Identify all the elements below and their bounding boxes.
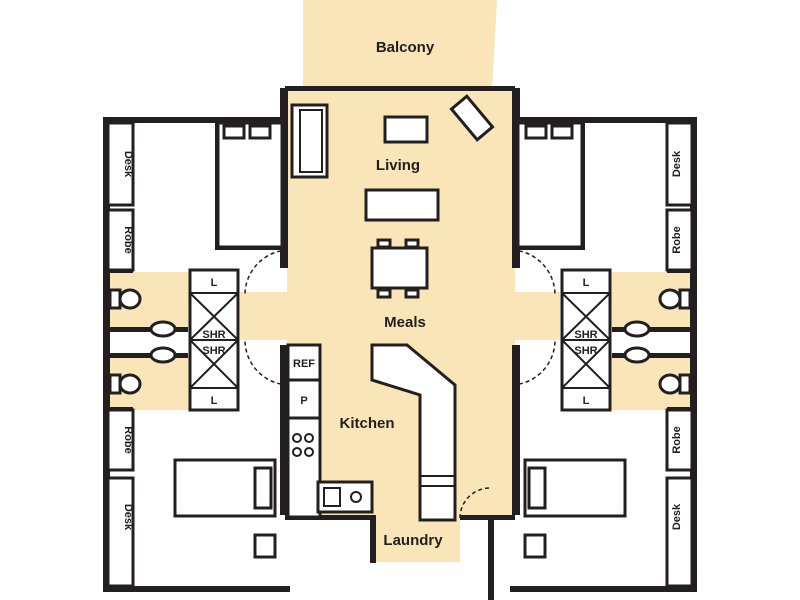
right-bottom-bedroom [523, 408, 694, 588]
robe-label-tl: Robe [122, 226, 134, 254]
shower-label-br: SHR [574, 345, 597, 357]
balcony-floor [303, 0, 497, 90]
shower-label-bl: SHR [202, 345, 225, 357]
linen-label-tl: L [211, 277, 218, 289]
linen-label-br: L [583, 395, 590, 407]
left-bathrooms [108, 268, 240, 412]
kitchen-bottom-wall [285, 515, 375, 520]
left-bottom-bedroom [106, 408, 277, 588]
cooktop [292, 433, 314, 457]
door-swing-tr[interactable] [511, 249, 556, 296]
pantry-label: P [300, 395, 307, 407]
shower-label-tr: SHR [574, 329, 597, 341]
laundry-wall-right [460, 515, 515, 520]
entry-wall [488, 515, 494, 600]
robe-label-bl: Robe [122, 426, 134, 454]
linen-label-bl: L [211, 395, 218, 407]
room-label-balcony: Balcony [376, 39, 435, 56]
room-label-laundry: Laundry [383, 532, 443, 549]
laundry-floor [375, 520, 460, 562]
fridge-label: REF [293, 358, 315, 370]
dining-chairs [376, 238, 420, 299]
meals-corridor [240, 292, 560, 340]
pantry [286, 378, 322, 420]
robe-label-br: Robe [671, 426, 683, 454]
room-label-living: Living [376, 157, 420, 174]
shower-label-tl: SHR [202, 329, 225, 341]
laundry-wall-left [370, 515, 376, 563]
desk-label-tr: Desk [671, 150, 683, 177]
robe-label-tr: Robe [671, 226, 683, 254]
desk-label-bl: Desk [122, 504, 134, 531]
door-swing-br[interactable] [511, 339, 556, 386]
door-swing-tl[interactable] [244, 249, 289, 296]
sink [316, 480, 374, 514]
balcony-wall [285, 86, 515, 91]
desk-label-br: Desk [671, 503, 683, 530]
right-bathrooms [560, 268, 692, 412]
left-top-bedroom [106, 121, 284, 272]
room-label-meals: Meals [384, 314, 426, 331]
room-label-kitchen: Kitchen [339, 415, 394, 432]
door-swing-bl[interactable] [244, 339, 289, 386]
right-top-bedroom [516, 121, 694, 272]
laundry-appliance [419, 475, 456, 487]
linen-label-tr: L [583, 277, 590, 289]
door-swing-laundry[interactable] [459, 487, 491, 519]
tv-unit [364, 188, 440, 222]
dining-table [370, 246, 429, 290]
armchair [449, 94, 495, 142]
coffee-table [383, 115, 429, 144]
desk-label-tl: Desk [122, 151, 134, 178]
